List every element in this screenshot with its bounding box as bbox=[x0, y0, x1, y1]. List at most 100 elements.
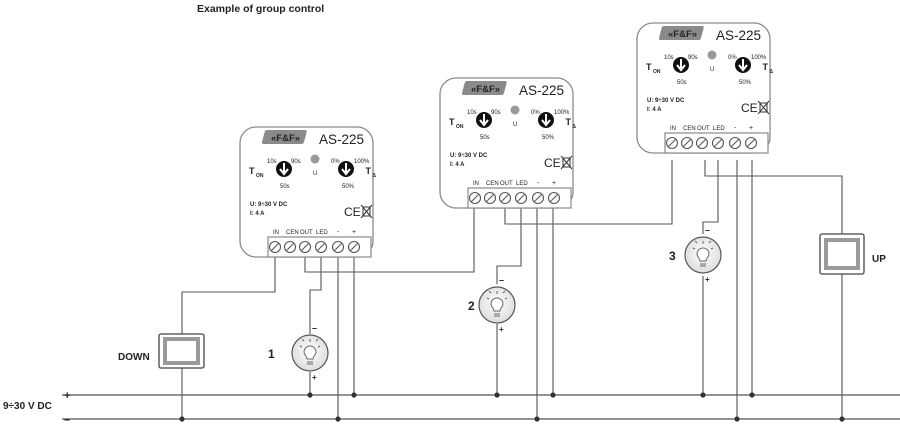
ton-label: T bbox=[249, 166, 255, 176]
junction-dot bbox=[550, 392, 556, 398]
ton-max-label: 90s bbox=[491, 110, 501, 116]
terminal-in-label: IN bbox=[670, 126, 676, 132]
terminal-plus-label: + bbox=[749, 125, 753, 132]
ff-logo-text: «F&F» bbox=[668, 29, 697, 40]
ton-sub-label: ON bbox=[256, 173, 264, 179]
ta-label: T bbox=[763, 62, 769, 72]
wiring bbox=[181, 160, 843, 419]
ta-min-label: 0% bbox=[331, 159, 340, 165]
ta-label: T bbox=[566, 117, 572, 127]
terminal-in-label: IN bbox=[273, 230, 279, 236]
status-led bbox=[510, 105, 520, 115]
junction-dot bbox=[494, 392, 500, 398]
weee-bin-icon bbox=[360, 204, 373, 219]
ton-sub-label: ON bbox=[653, 69, 661, 75]
wire-m1-in-to-down bbox=[181, 250, 276, 334]
down-switch-label: DOWN bbox=[118, 352, 150, 363]
screw-terminal bbox=[547, 191, 561, 205]
ton-label: T bbox=[646, 62, 652, 72]
ff-logo: «F&F» bbox=[461, 81, 507, 95]
arrow-down-icon bbox=[279, 163, 289, 176]
junction-dot bbox=[734, 416, 740, 422]
voltage-spec: U: 9÷30 V DC bbox=[250, 202, 288, 208]
screw-terminal bbox=[680, 136, 694, 150]
terminal-minus-label: - bbox=[337, 229, 340, 236]
up-switch-label: UP bbox=[872, 254, 886, 265]
ff-logo: «F&F» bbox=[658, 26, 704, 40]
ta-min-label: 0% bbox=[531, 110, 540, 116]
screw-terminal bbox=[268, 240, 282, 254]
ton-label: T bbox=[449, 117, 455, 127]
ce-mark: CE bbox=[344, 205, 361, 219]
arrow-down-icon bbox=[341, 163, 351, 176]
screw-terminal bbox=[314, 240, 328, 254]
terminal-led-label: LED bbox=[316, 230, 328, 236]
ton-sub-label: ON bbox=[456, 124, 464, 130]
wire-m2-cen-to-m3-in bbox=[504, 160, 673, 225]
screw-terminal bbox=[665, 136, 679, 150]
lamp-1-number: 1 bbox=[268, 347, 275, 361]
ton-min-label: 10s bbox=[267, 159, 277, 165]
lamp-3-number: 3 bbox=[669, 249, 676, 263]
terminal-minus-label: - bbox=[537, 180, 540, 187]
terminal-cen-label: CEN bbox=[486, 181, 499, 187]
ce-mark: CE bbox=[544, 156, 561, 170]
ta-mid-label: 50% bbox=[739, 80, 752, 86]
ta-sub-label: Δ bbox=[372, 173, 376, 179]
bulb-glyph bbox=[299, 338, 321, 365]
lamp-minus-label: – bbox=[705, 225, 710, 235]
model-label: AS-225 bbox=[319, 132, 364, 147]
terminal-in-label: IN bbox=[473, 181, 479, 187]
terminal-cen-label: CEN bbox=[286, 230, 299, 236]
ta-max-label: 100% bbox=[354, 159, 370, 165]
lamp-2-number: 2 bbox=[468, 299, 475, 313]
screw-terminal bbox=[514, 191, 528, 205]
ta-sub-label: Δ bbox=[769, 69, 773, 75]
terminal-out-label: OUT bbox=[697, 126, 710, 132]
screw-terminal bbox=[711, 136, 725, 150]
screw-terminal bbox=[531, 191, 545, 205]
lamp-minus-label: – bbox=[312, 323, 317, 333]
wire-m2-led-to-lamp2 bbox=[496, 208, 522, 284]
voltage-spec: U: 9÷30 V DC bbox=[450, 153, 488, 159]
supply-rails bbox=[62, 394, 900, 420]
screw-terminal bbox=[283, 240, 297, 254]
junction-dot bbox=[534, 416, 540, 422]
ce-mark: CE bbox=[741, 101, 758, 115]
ton-mid-label: 50s bbox=[480, 135, 490, 141]
ff-logo: «F&F» bbox=[261, 130, 307, 144]
terminal-out-label: OUT bbox=[500, 181, 513, 187]
wire-m1-cen-to-m2-in bbox=[304, 208, 475, 273]
terminal-plus-label: + bbox=[552, 180, 556, 187]
ton-mid-label: 50s bbox=[280, 184, 290, 190]
weee-bin-icon bbox=[560, 155, 573, 170]
arrow-down-icon bbox=[479, 114, 489, 127]
terminal-led-label: LED bbox=[516, 181, 528, 187]
terminal-led-label: LED bbox=[713, 126, 725, 132]
lamp-2: –+ bbox=[478, 275, 516, 334]
ta-min-label: 0% bbox=[728, 55, 737, 61]
screw-terminal bbox=[483, 191, 497, 205]
junction-dot bbox=[749, 392, 755, 398]
ta-sub-label: Δ bbox=[572, 124, 576, 130]
terminal-out-label: OUT bbox=[300, 230, 313, 236]
ton-min-label: 10s bbox=[467, 110, 477, 116]
screw-terminal bbox=[744, 136, 758, 150]
u-label: U bbox=[710, 67, 714, 73]
wire-m3-led-to-lamp3 bbox=[702, 160, 719, 234]
ta-max-label: 100% bbox=[554, 110, 570, 116]
diagram-title: Example of group control bbox=[197, 3, 324, 15]
down-switch bbox=[158, 333, 205, 369]
voltage-spec: U: 9÷30 V DC bbox=[647, 98, 685, 104]
minus-rail-label: – bbox=[64, 414, 70, 426]
bulb-glyph bbox=[692, 240, 714, 267]
lamp-plus-label: + bbox=[499, 325, 504, 334]
screw-terminal bbox=[728, 136, 742, 150]
screw-terminal bbox=[468, 191, 482, 205]
arrow-down-icon bbox=[738, 59, 748, 72]
arrow-down-icon bbox=[541, 114, 551, 127]
junction-dots bbox=[179, 392, 845, 422]
